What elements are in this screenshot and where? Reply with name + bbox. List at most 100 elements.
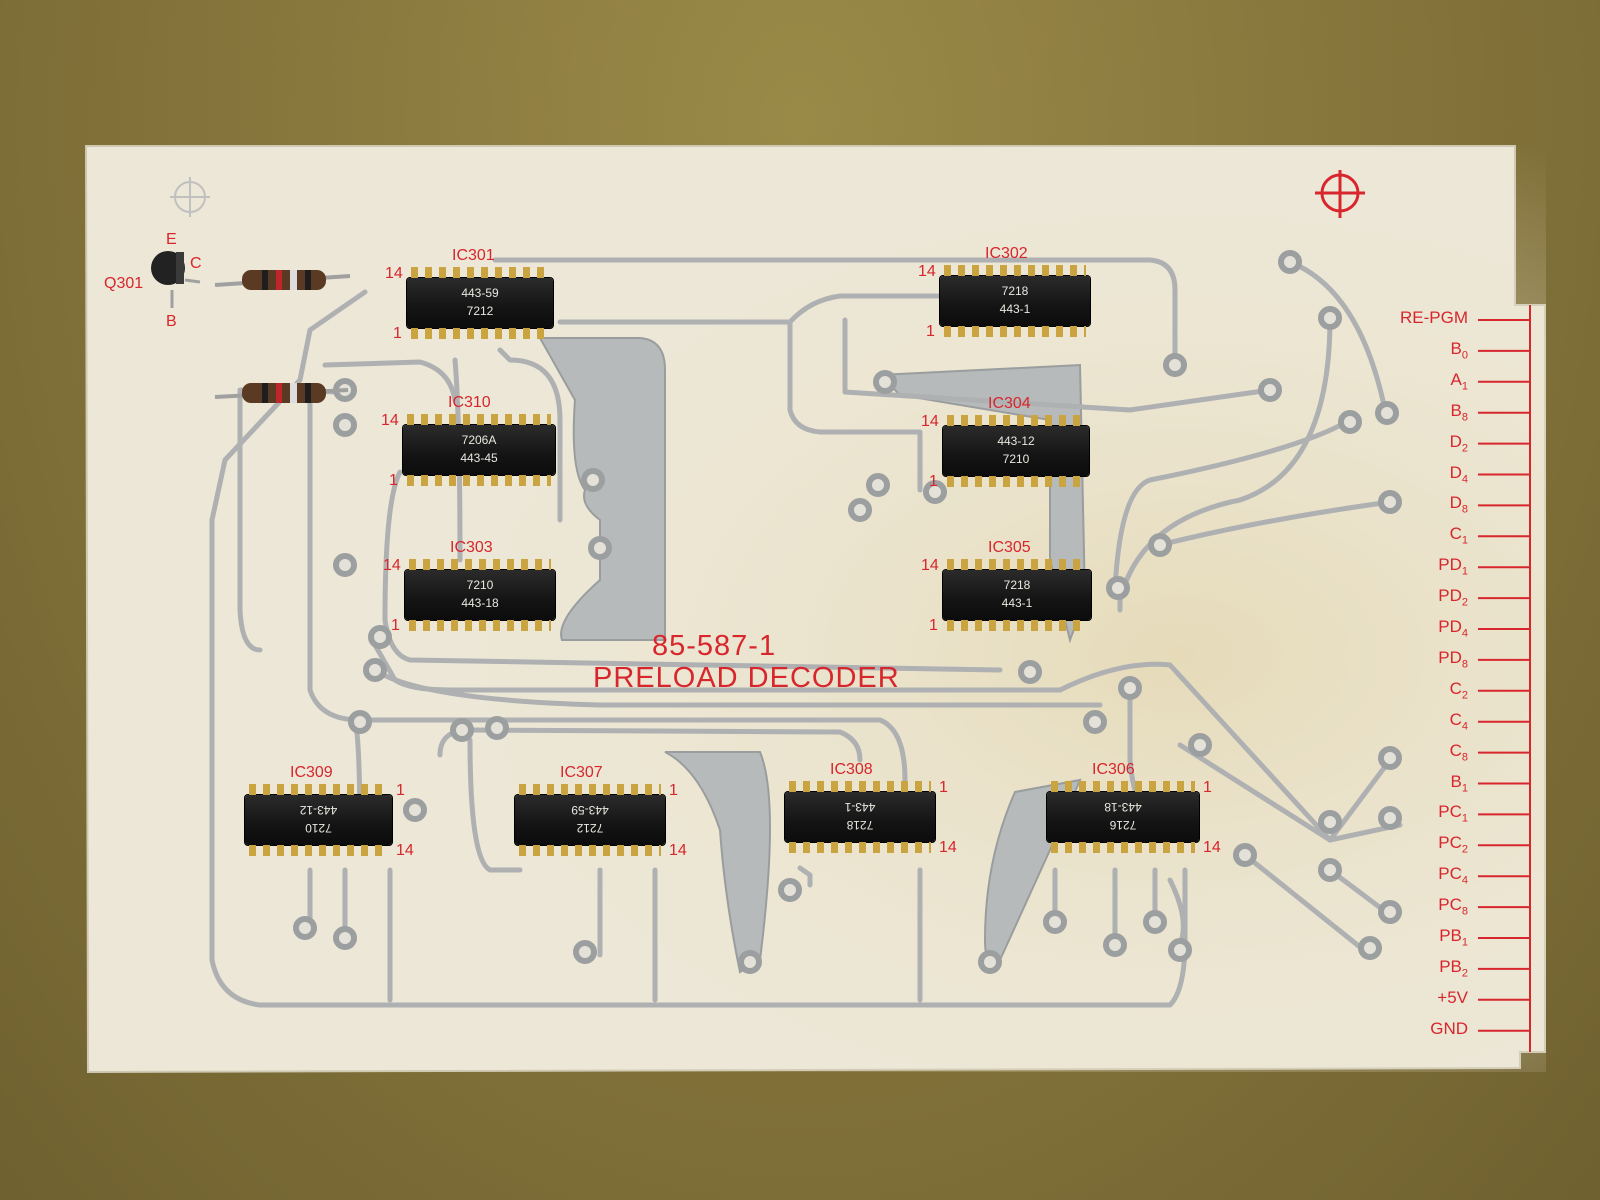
ic-pins-bottom xyxy=(789,842,931,853)
ic-pin-number-label: 14 xyxy=(385,265,403,282)
ic-marking-line2: 443-45 xyxy=(460,451,498,465)
connector-pin-label: PB1 xyxy=(1439,926,1468,948)
connector-pin-label: PC1 xyxy=(1438,802,1468,824)
ic-marking-line2: 7218 xyxy=(846,818,874,832)
ic-ref-label: IC303 xyxy=(450,539,493,556)
connector-pin-subscript: 0 xyxy=(1461,349,1468,362)
ic-marking-line1: 443-59 xyxy=(571,803,609,817)
connector-pin-name: C xyxy=(1449,709,1462,729)
connector-pin-name: PB xyxy=(1439,926,1462,945)
ic-pin-number-label: 1 xyxy=(1203,779,1212,796)
ic-pin-number-label: 14 xyxy=(921,413,939,430)
ic-pins-bottom xyxy=(411,328,549,339)
ic-pins-bottom xyxy=(947,476,1085,487)
ic-pins-top xyxy=(519,784,661,795)
ic-pin-number-label: 1 xyxy=(393,325,402,342)
connector-pin-name: PC xyxy=(1438,833,1462,853)
q301-base-label: B xyxy=(166,313,177,330)
connector-pin-name: PC xyxy=(1438,864,1462,884)
registration-mark-left-icon xyxy=(170,177,210,217)
connector-pin-subscript: 1 xyxy=(1461,380,1468,393)
ic-pins-bottom xyxy=(947,620,1087,631)
ic-pins-bottom xyxy=(249,845,388,856)
connector-pin-label: PB2 xyxy=(1439,957,1468,979)
ic-ref-label: IC309 xyxy=(290,764,333,781)
connector-pin-label: RE-PGM xyxy=(1400,308,1468,328)
connector-pin-label: D4 xyxy=(1450,463,1468,485)
connector-pin-subscript: 1 xyxy=(1461,565,1468,578)
ic-pin-number-label: 1 xyxy=(926,323,935,340)
ic-ref-label: IC308 xyxy=(830,761,873,778)
connector-pin-label: PD2 xyxy=(1438,586,1468,608)
connector-pin-name: D xyxy=(1449,493,1462,513)
connector-pin-subscript: 2 xyxy=(1461,596,1468,609)
connector-pin-label: C1 xyxy=(1450,524,1468,546)
ic-marking-line1: 443-12 xyxy=(299,803,338,817)
ic-pins-top xyxy=(411,267,549,278)
ic-ref-label: IC302 xyxy=(985,245,1028,262)
connector-pin-subscript: 2 xyxy=(1461,441,1468,454)
ic-marking-line1: 7218 xyxy=(1001,284,1029,298)
board-part-number: 85-587-1 xyxy=(652,630,777,662)
ic-pins-top xyxy=(409,559,551,570)
connector-pin-subscript: 2 xyxy=(1461,967,1468,980)
ic-ic307: 443-59 7212 xyxy=(515,784,665,856)
connector-pin-name: B xyxy=(1450,771,1462,791)
ic-marking-line2: 7212 xyxy=(466,304,494,318)
connector-pin-name: C xyxy=(1449,524,1462,544)
ic-marking-line2: 7212 xyxy=(576,821,604,835)
ic-marking-line2: 443-1 xyxy=(1001,596,1033,610)
connector-pin-label: B1 xyxy=(1451,772,1468,794)
edge-connector-fingers xyxy=(1478,305,1531,1052)
ic-pins-bottom xyxy=(407,475,551,486)
connector-pin-name: PC xyxy=(1438,802,1462,822)
connector-pin-label: +5V xyxy=(1437,988,1468,1008)
connector-pin-name: PD xyxy=(1438,647,1462,667)
ic-pin-number-label: 1 xyxy=(391,617,400,634)
q301-emitter-label: E xyxy=(166,231,177,248)
ic-ic310: 7206A 443-45 xyxy=(403,414,555,486)
ic-pins-top xyxy=(249,784,388,795)
q301-collector-label: C xyxy=(190,255,202,272)
connector-pin-name: RE-PGM xyxy=(1400,308,1468,327)
connector-pin-name: PD xyxy=(1438,555,1462,575)
connector-pin-subscript: 8 xyxy=(1461,750,1468,763)
board-title: PRELOAD DECODER xyxy=(593,662,900,694)
connector-pin-label: PC8 xyxy=(1438,895,1468,917)
ic-pin-number-label: 14 xyxy=(396,842,414,859)
connector-pin-subscript: 4 xyxy=(1461,627,1468,640)
ic-pin-number-label: 1 xyxy=(389,472,398,489)
connector-pin-subscript: 2 xyxy=(1461,843,1468,856)
connector-pin-label: PD4 xyxy=(1438,617,1468,639)
ic-marking-line2: 7210 xyxy=(1002,452,1030,466)
ic-pin-number-label: 1 xyxy=(669,782,678,799)
ic-pin-number-label: 14 xyxy=(921,557,939,574)
connector-pin-name: D xyxy=(1449,431,1462,451)
connector-pin-label: A1 xyxy=(1451,370,1468,392)
ic-marking-line2: 443-1 xyxy=(999,302,1031,316)
ic-marking-line1: 7206A xyxy=(461,433,497,447)
ic-marking-line1: 7210 xyxy=(466,578,494,592)
q301-label: Q301 xyxy=(104,275,144,292)
ic-marking-line1: 443-59 xyxy=(461,286,499,300)
ic-marking-line2: 7216 xyxy=(1109,818,1137,832)
ic-pin-number-label: 14 xyxy=(939,839,957,856)
ic-ic309: 443-12 7210 xyxy=(245,784,392,856)
connector-pin-subscript: 8 xyxy=(1461,905,1468,918)
ic-pins-top xyxy=(947,559,1087,570)
connector-pin-subscript: 1 xyxy=(1461,812,1468,825)
connector-pin-subscript: 8 xyxy=(1461,411,1468,424)
resistor-r1 xyxy=(214,270,351,290)
transistor-q301 xyxy=(151,251,201,308)
connector-pin-name: GND xyxy=(1430,1018,1468,1038)
ic-marking-line2: 7210 xyxy=(305,821,332,835)
connector-pin-label: B0 xyxy=(1451,339,1468,361)
connector-pin-label: PC2 xyxy=(1438,833,1468,855)
ic-pin-number-label: 14 xyxy=(1203,839,1221,856)
ic-pin-number-label: 1 xyxy=(929,617,938,634)
connector-pin-name: PB xyxy=(1439,956,1462,976)
